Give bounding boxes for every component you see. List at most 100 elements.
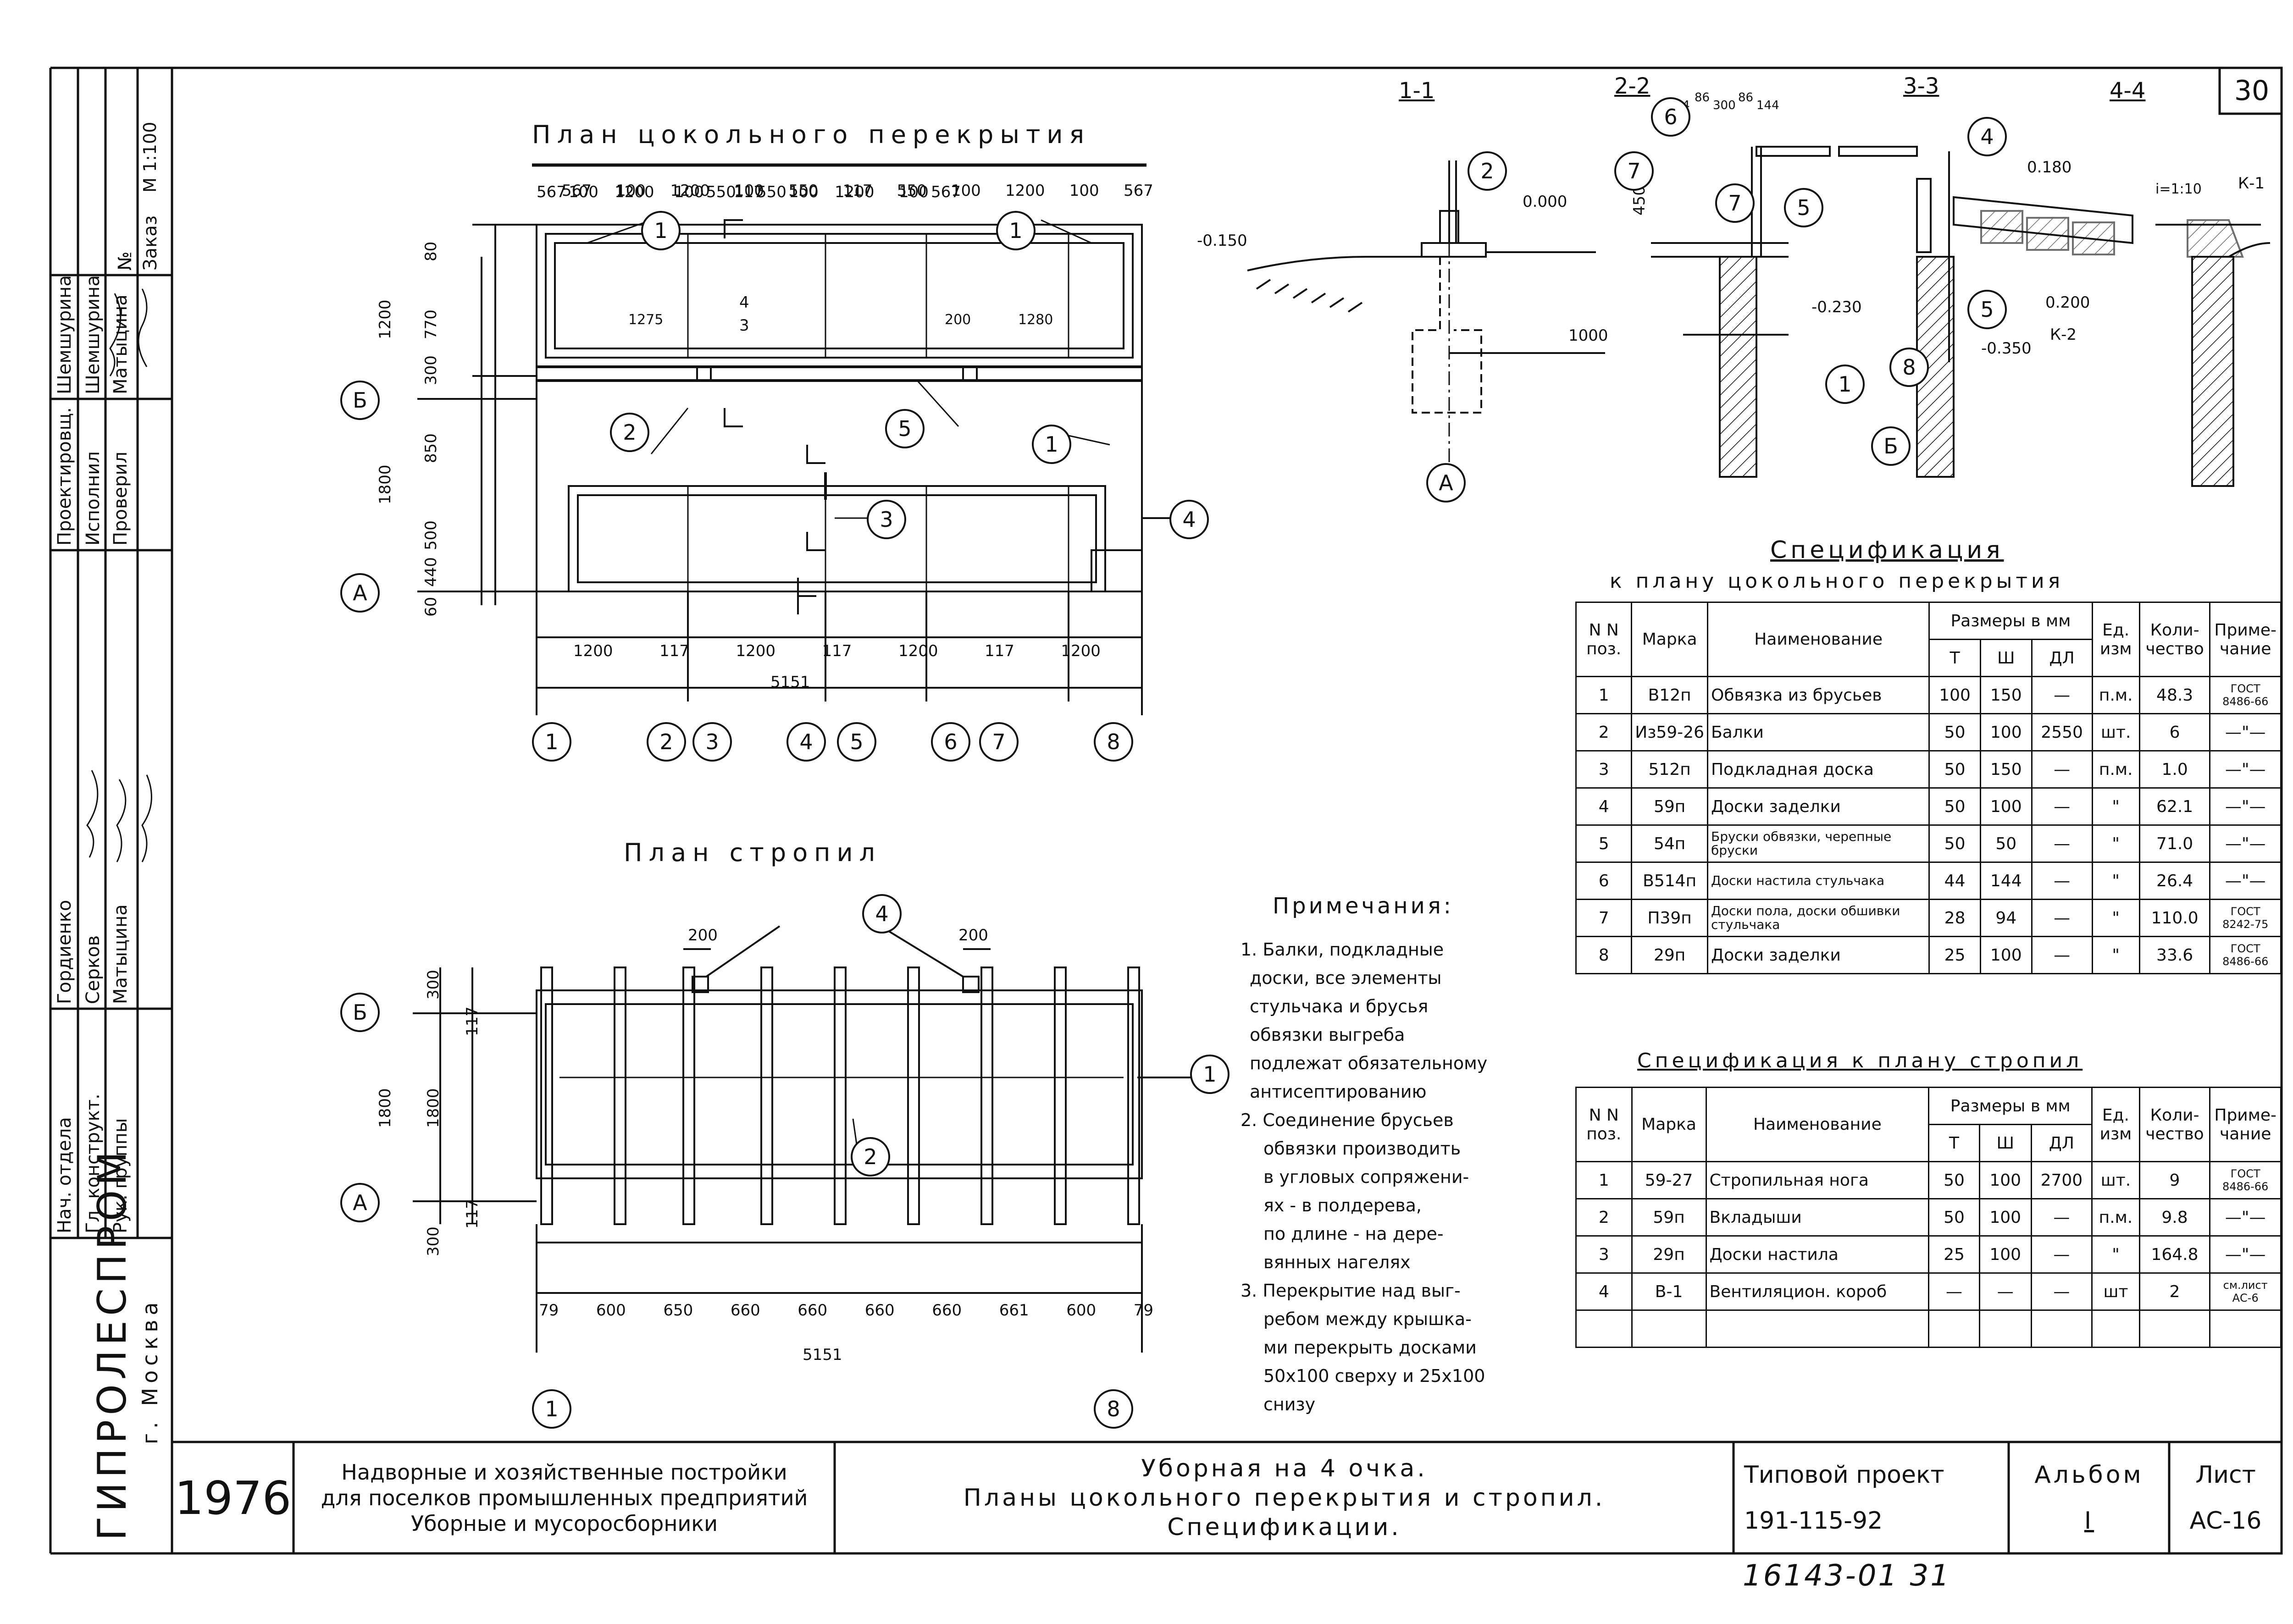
p2-bottom-dim-4: 660 <box>730 1301 760 1320</box>
tb-sheet-line-2: Планы цокольного перекрытия и стропил. <box>963 1484 1606 1512</box>
p2-left-dim-6: 300 <box>424 1226 443 1256</box>
p1-bubble-4: 4 <box>1169 500 1209 539</box>
tb-sheet-label: Лист <box>2195 1461 2256 1489</box>
level-m0230: -0.230 <box>1811 298 1862 316</box>
tb-project-line-3: Уборные и мусоросборники <box>411 1511 718 1536</box>
p2-bottom-dim-2: 600 <box>596 1301 626 1320</box>
p2-axis-A: А <box>340 1183 380 1222</box>
spec1-h-unit: Ед. изм <box>2091 602 2140 677</box>
spec1-h-w: Ш <box>1979 639 2033 677</box>
spec2-title: Спецификация к плану стропил <box>1637 1049 2083 1072</box>
stamp-order-label: Заказ <box>140 215 161 271</box>
p1-dim-5: 550 <box>706 183 736 201</box>
level-0200: 0.200 <box>2045 293 2090 312</box>
level-m0350: -0.350 <box>1981 339 2032 358</box>
level-0000: 0.000 <box>1523 193 1567 211</box>
p1-bottom-dim-4: 117 <box>822 642 852 660</box>
stamp-role-1: Нач. отдела <box>54 1117 75 1233</box>
tb-album-label: Альбом <box>2034 1461 2144 1489</box>
note-line: вянных нагелях <box>1263 1252 1411 1272</box>
p1-dim-6: 117 <box>734 183 764 201</box>
p1-bottom-dim-5: 1200 <box>898 642 938 660</box>
sec-bubble-7b: 7 <box>1715 183 1755 223</box>
p2-axis-B: Б <box>340 993 380 1032</box>
p1-dim-9: 1200 <box>835 183 875 201</box>
spec1-header-row: N N поз. Марка Наименование Размеры в мм… <box>1575 602 2282 677</box>
tb-year: 1976 <box>174 1471 292 1525</box>
sec-bubble-2: 2 <box>1468 151 1507 191</box>
p2-bottom-dim-7: 660 <box>932 1301 962 1320</box>
spec1-subheader-row: Т Ш ДЛ <box>1576 639 2281 677</box>
p1-bubble-1a: 1 <box>641 211 681 250</box>
spec1-h-t: Т <box>1928 639 1981 677</box>
p1-dim-1: 567 <box>537 183 566 201</box>
note-line: снизу <box>1263 1394 1316 1414</box>
note-line: ребом между крышка- <box>1263 1309 1472 1329</box>
notes-body: 1. Балки, подкладные доски, все элементы… <box>1241 935 1487 1419</box>
level-0180: 0.180 <box>2027 158 2072 177</box>
p1-top-dim-5: 550 <box>788 182 819 200</box>
p1-bottom-dim-6: 117 <box>984 642 1014 660</box>
spec1-h-name: Наименование <box>1706 602 1930 677</box>
p1-bottom-dim-2: 117 <box>659 642 689 660</box>
p1-axis-2: 2 <box>647 722 686 762</box>
p1-axis-4: 4 <box>786 722 826 762</box>
p1-bottom-dim-3: 1200 <box>736 642 775 660</box>
p2-bubble-1: 1 <box>1190 1055 1230 1094</box>
spec1-subtitle: к плану цокольного перекрытия <box>1610 569 2064 593</box>
tb-album: Альбом I <box>2010 1443 2168 1552</box>
section-3-3: 3-3 <box>1903 73 1939 99</box>
p1-bubble-2: 2 <box>610 413 649 452</box>
p1-top-dim-6: 117 <box>842 182 873 200</box>
section-2-2: 2-2 <box>1614 73 1651 99</box>
sec-dim-86b: 86 <box>1738 91 1754 105</box>
stamp-city: г. Москва <box>138 1298 162 1444</box>
p1-dim-7: 550 <box>757 183 786 201</box>
p2-top-dim-2: 200 <box>958 926 988 945</box>
tb-sheet-line-1: Уборная на 4 очка. <box>1141 1455 1428 1482</box>
p2-bottom-dim-8: 661 <box>999 1301 1029 1320</box>
sections-drawing <box>1247 146 2270 487</box>
tb-album-value: I <box>2084 1507 2094 1535</box>
stamp-scale: М 1:100 <box>140 122 160 193</box>
p1-dim-8: 100 <box>789 183 819 201</box>
slope: i=1:10 <box>2155 181 2202 197</box>
sheet-number: 30 <box>2234 75 2270 107</box>
p2-top-dim-1: 200 <box>688 926 718 945</box>
p2-bottom-dim-3: 650 <box>663 1301 693 1320</box>
note-line: ях - в полдерева, <box>1263 1195 1422 1215</box>
level-m0150: -0.150 <box>1197 232 1247 250</box>
note-line: подлежат обязательному <box>1250 1053 1488 1073</box>
doc-number: 16143-01 31 <box>1743 1559 1951 1593</box>
tb-sheet-line-3: Спецификации. <box>1167 1514 1401 1541</box>
sec-dim-300: 300 <box>1713 99 1736 112</box>
p1-dim-4: 100 <box>674 183 704 201</box>
p1-axis-B: Б <box>340 381 380 420</box>
spec2-table: N N поз. Марка Наименование Размеры в мм… <box>1575 1087 2282 1348</box>
tb-project-title: Надворные и хозяйственные постройки для … <box>295 1443 834 1552</box>
p1-top-dim-11: 567 <box>1123 182 1153 200</box>
note-line: в угловых сопряжени- <box>1263 1167 1469 1187</box>
note-line: обвязки производить <box>1263 1138 1461 1159</box>
p1-axis-7: 7 <box>979 722 1019 762</box>
notes-title: Примечания: <box>1273 893 1454 919</box>
p2-left-dim-3: 300 <box>424 970 443 1000</box>
p1-section-4: 4 <box>739 293 749 312</box>
sec-bubble-7a: 7 <box>1614 151 1654 191</box>
p2-bottom-dim-6: 660 <box>864 1301 895 1320</box>
note-line: 50х100 сверху и 25х100 <box>1263 1366 1485 1386</box>
p2-left-dim-1: 1800 <box>376 1088 394 1128</box>
sec-bubble-6: 6 <box>1651 97 1690 137</box>
sec-axis-B: Б <box>1871 426 1911 466</box>
note-line: 2. Соединение брусьев <box>1241 1110 1454 1130</box>
